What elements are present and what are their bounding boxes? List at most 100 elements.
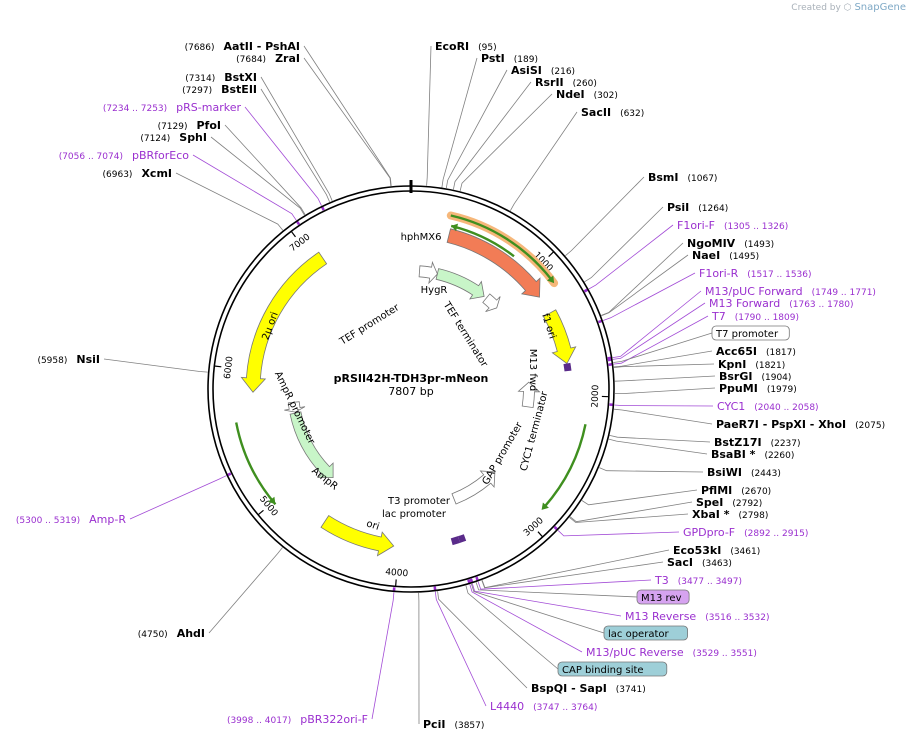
site-label-bsabi[interactable]: BsaBI * (2260) bbox=[711, 448, 794, 461]
site-label-xcmi[interactable]: (6963) XcmI bbox=[103, 167, 173, 180]
primer-site-mark bbox=[226, 472, 232, 477]
site-label-eco53ki[interactable]: Eco53kI (3461) bbox=[673, 544, 760, 557]
site-name: SpeI bbox=[696, 496, 723, 509]
site-label-zrai[interactable]: (7684) ZraI bbox=[236, 52, 300, 65]
site-label-bspqi[interactable]: BspQI - SapI (3741) bbox=[531, 682, 646, 695]
site-position: (7314) bbox=[185, 74, 215, 84]
site-name: BsrGI bbox=[719, 370, 752, 383]
site-name: AsiSI bbox=[511, 64, 542, 77]
leader-line bbox=[471, 583, 622, 617]
site-position: (3463) bbox=[702, 559, 732, 569]
site-label-cyc1[interactable]: CYC1 (2040 .. 2058) bbox=[717, 400, 819, 413]
boxed-label-cap-binding-site[interactable]: CAP binding site bbox=[562, 665, 644, 676]
site-position: (189) bbox=[514, 55, 538, 65]
box-cap-binding-site bbox=[557, 661, 668, 677]
site-label-psii[interactable]: PsiI (1264) bbox=[667, 201, 728, 214]
leader-line bbox=[475, 582, 638, 598]
leader-line bbox=[599, 467, 704, 473]
site-label-m13-reverse[interactable]: M13 Reverse (3516 .. 3532) bbox=[625, 610, 769, 623]
site-label-sacii[interactable]: SacII (632) bbox=[581, 106, 644, 119]
site-label-saci[interactable]: SacI (3463) bbox=[667, 556, 732, 569]
site-label-m13-forward[interactable]: M13 Forward (1763 .. 1780) bbox=[709, 297, 854, 310]
site-name: PstI bbox=[481, 52, 505, 65]
site-label-ngomiv[interactable]: NgoMIV (1493) bbox=[687, 237, 774, 250]
site-position: (4750) bbox=[138, 630, 168, 640]
site-label-sphi[interactable]: (7124) SphI bbox=[140, 131, 207, 144]
site-label-kpni[interactable]: KpnI (1821) bbox=[718, 358, 785, 371]
boxed-label-t7-promoter[interactable]: T7 promoter bbox=[715, 329, 779, 340]
leader-line bbox=[584, 206, 664, 283]
site-label-bstxi[interactable]: (7314) BstXI bbox=[185, 71, 257, 84]
site-label-xbai[interactable]: XbaI * (2798) bbox=[692, 508, 768, 521]
site-label-ppumi[interactable]: PpuMI (1979) bbox=[719, 382, 797, 395]
boxed-label-m13-rev[interactable]: M13 rev bbox=[641, 593, 682, 604]
orf-line bbox=[543, 424, 587, 508]
site-label-psti[interactable]: PstI (189) bbox=[481, 52, 538, 65]
site-position: (3529 .. 3551) bbox=[693, 649, 757, 659]
site-label-t3[interactable]: T3 (3477 .. 3497) bbox=[654, 574, 742, 587]
site-label-bsiwi[interactable]: BsiWI (2443) bbox=[707, 466, 781, 479]
site-label-naei[interactable]: NaeI (1495) bbox=[692, 249, 759, 262]
site-label-pcii[interactable]: PciI (3857) bbox=[423, 718, 484, 731]
site-label-paer7i[interactable]: PaeR7I - PspXI - XhoI (2075) bbox=[716, 418, 885, 431]
feature-tef-terminator bbox=[482, 293, 501, 312]
leader-line bbox=[129, 475, 227, 520]
site-label-t7[interactable]: T7 (1790 .. 1809) bbox=[711, 310, 799, 323]
site-label-ecori[interactable]: EcoRI (95) bbox=[435, 40, 497, 53]
site-label-gpdpro-f[interactable]: GPDpro-F (2892 .. 2915) bbox=[683, 526, 808, 539]
site-label-prs-marker[interactable]: (7234 .. 7253) pRS-marker bbox=[103, 101, 242, 114]
site-label-bstz17i[interactable]: BstZ17I (2237) bbox=[714, 436, 801, 449]
site-label-bsmi[interactable]: BsmI (1067) bbox=[648, 171, 717, 184]
site-label-rsrii[interactable]: RsrII (260) bbox=[535, 76, 597, 89]
site-position: (2798) bbox=[738, 511, 768, 521]
leader-line bbox=[481, 549, 670, 589]
leader-line bbox=[614, 404, 714, 407]
site-label-m13puc-forward[interactable]: M13/pUC Forward (1749 .. 1771) bbox=[705, 285, 876, 298]
leader-line bbox=[224, 124, 306, 215]
site-label-spei[interactable]: SpeI (2792) bbox=[696, 496, 762, 509]
site-label-pflmi[interactable]: PflMI (2670) bbox=[701, 484, 771, 497]
leader-line bbox=[260, 88, 330, 203]
primer-site-mark bbox=[320, 205, 325, 211]
site-label-pbr322ori-f[interactable]: (3998 .. 4017) pBR322ori-F bbox=[227, 713, 368, 726]
small-feature-block bbox=[457, 534, 467, 543]
site-name: AhdI bbox=[177, 627, 205, 640]
leader-line bbox=[609, 435, 711, 443]
label-hphmx6: hphMX6 bbox=[401, 232, 442, 243]
site-label-l4440[interactable]: L4440 (3747 .. 3764) bbox=[490, 700, 597, 713]
site-position: (2260) bbox=[764, 451, 794, 461]
leader-line bbox=[588, 224, 674, 290]
site-label-f1ori-r[interactable]: F1ori-R (1517 .. 1536) bbox=[699, 267, 812, 280]
site-label-bsteii[interactable]: (7297) BstEII bbox=[182, 83, 257, 96]
site-label-aatii[interactable]: (7686) AatII - PshAI bbox=[185, 40, 300, 53]
site-label-ndei[interactable]: NdeI (302) bbox=[556, 88, 618, 101]
site-position: (1495) bbox=[729, 252, 759, 262]
site-name: PaeR7I bbox=[716, 418, 759, 431]
site-name: pBR322ori-F bbox=[300, 713, 368, 726]
site-name: NdeI bbox=[556, 88, 585, 101]
site-position: (1264) bbox=[698, 204, 728, 214]
scale-tick bbox=[257, 509, 264, 516]
site-label-f1ori-f[interactable]: F1ori-F (1305 .. 1326) bbox=[677, 219, 788, 232]
site-name: PflMI bbox=[701, 484, 732, 497]
site-name: CYC1 bbox=[717, 400, 745, 413]
site-position: (1517 .. 1536) bbox=[747, 270, 811, 280]
scale-tick-label: 2000 bbox=[591, 384, 602, 408]
box-t7-promoter bbox=[711, 325, 790, 341]
site-label-m13puc-reverse[interactable]: M13/pUC Reverse (3529 .. 3551) bbox=[586, 646, 757, 659]
site-position: (3747 .. 3764) bbox=[533, 703, 597, 713]
site-label-asisi[interactable]: AsiSI (216) bbox=[511, 64, 575, 77]
site-suffix: - SapI bbox=[567, 682, 607, 695]
boxed-label-lac-operator[interactable]: lac operator bbox=[608, 629, 669, 640]
site-label-pfoi[interactable]: (7129) PfoI bbox=[158, 119, 221, 132]
site-label-amp-r[interactable]: (5300 .. 5319) Amp-R bbox=[16, 513, 126, 526]
site-label-acc65i[interactable]: Acc65I (1817) bbox=[716, 345, 796, 358]
orf-arrowhead bbox=[547, 275, 555, 284]
snapgene-brand: SnapGene bbox=[854, 2, 906, 13]
primer-site-mark bbox=[467, 579, 471, 584]
site-label-bsrgi[interactable]: BsrGI (1904) bbox=[719, 370, 791, 383]
site-label-nsii[interactable]: (5958) NsiI bbox=[37, 353, 100, 366]
site-label-ahdi[interactable]: (4750) AhdI bbox=[138, 627, 205, 640]
site-label-pbrforeco[interactable]: (7056 .. 7074) pBRforEco bbox=[59, 149, 190, 162]
